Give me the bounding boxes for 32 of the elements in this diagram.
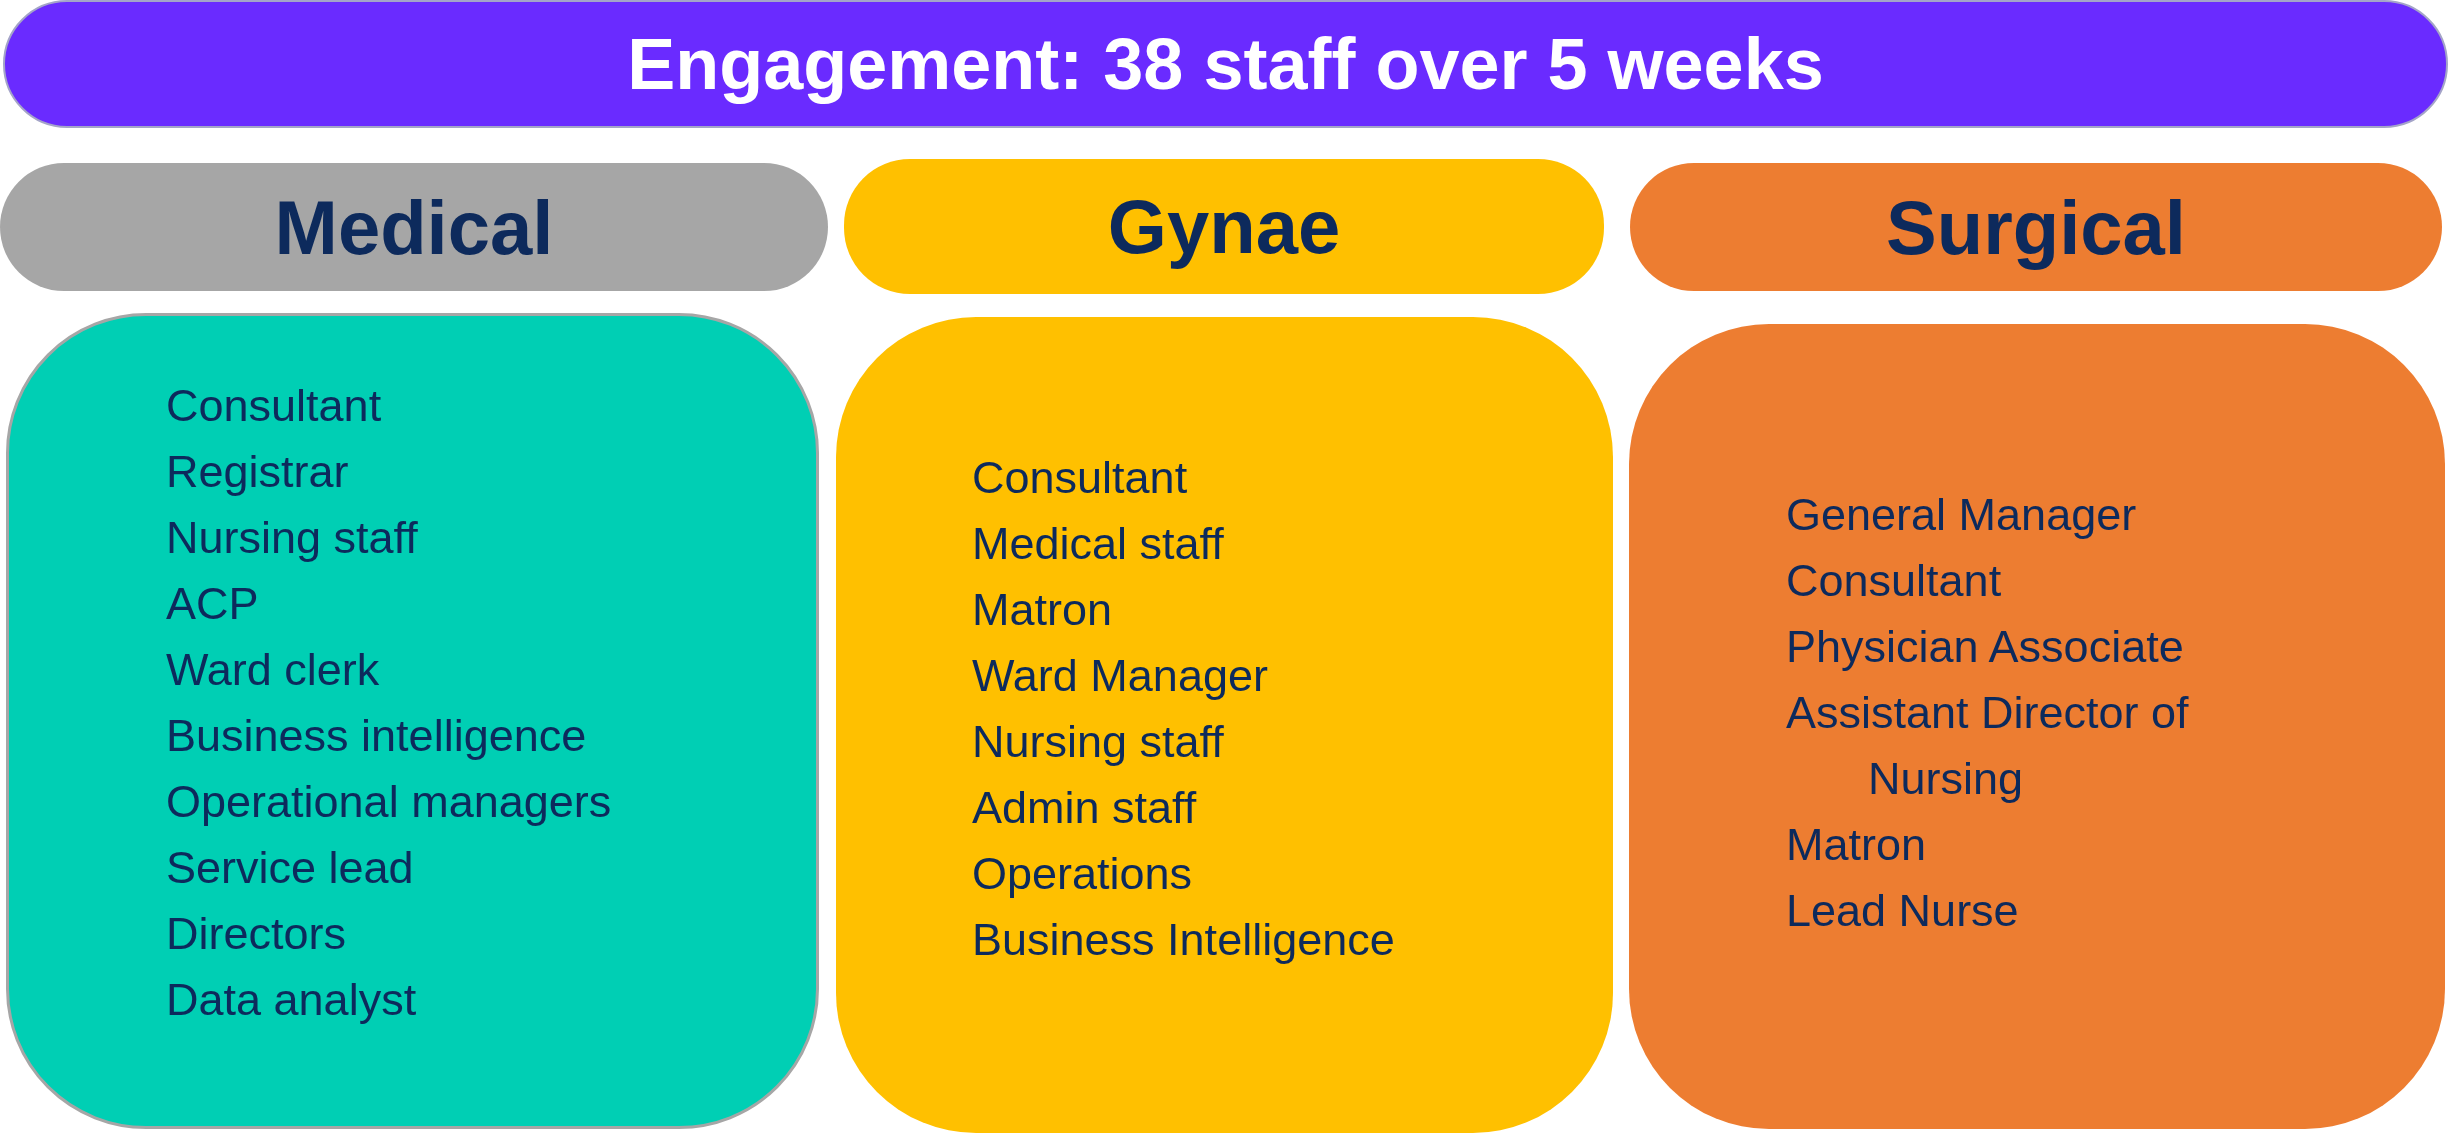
staff-list-panel: [1629, 324, 2445, 1129]
staff-role-text: Admin staff: [972, 781, 1198, 835]
staff-list-panel: [836, 317, 1613, 1133]
staff-role-text: Assistant Director of Nursing: [1786, 686, 2190, 806]
staff-role-text: Operational managers: [166, 775, 612, 829]
staff-role-text: Consultant: [972, 451, 1189, 505]
staff-role-text: Service lead: [166, 841, 415, 895]
staff-role-text: Nursing staff: [166, 511, 419, 565]
staff-role-text: Matron: [1786, 818, 1928, 872]
title-text: Engagement: 38 staff over 5 weeks: [627, 23, 1824, 105]
staff-role-text: Consultant: [166, 379, 383, 433]
staff-role-text: Physician Associate: [1786, 620, 2185, 674]
staff-role-text: Ward clerk: [166, 643, 381, 697]
category-title: Medical: [274, 183, 554, 271]
staff-role-text: Ward Manager: [972, 649, 1269, 703]
staff-role-text: ACP: [166, 577, 260, 631]
staff-role-text: Nursing staff: [972, 715, 1225, 769]
staff-role-text: Directors: [166, 907, 348, 961]
staff-role-text: Data analyst: [166, 973, 418, 1027]
staff-role-text: Registrar: [166, 445, 350, 499]
staff-role-text: Consultant: [1786, 554, 2003, 608]
staff-role-text: Business intelligence: [166, 709, 588, 763]
category-title: Surgical: [1886, 183, 2186, 271]
staff-role-text: Business Intelligence: [972, 913, 1395, 967]
staff-role-text: Lead Nurse: [1786, 884, 2020, 938]
staff-role-text: General Manager: [1786, 488, 2138, 542]
staff-list-panel: [6, 313, 819, 1129]
staff-role-text: Medical staff: [972, 517, 1225, 571]
staff-role-text: Operations: [972, 847, 1194, 901]
staff-role-text: Matron: [972, 583, 1114, 637]
category-title: Gynae: [1107, 183, 1341, 270]
category-header: [0, 163, 828, 291]
